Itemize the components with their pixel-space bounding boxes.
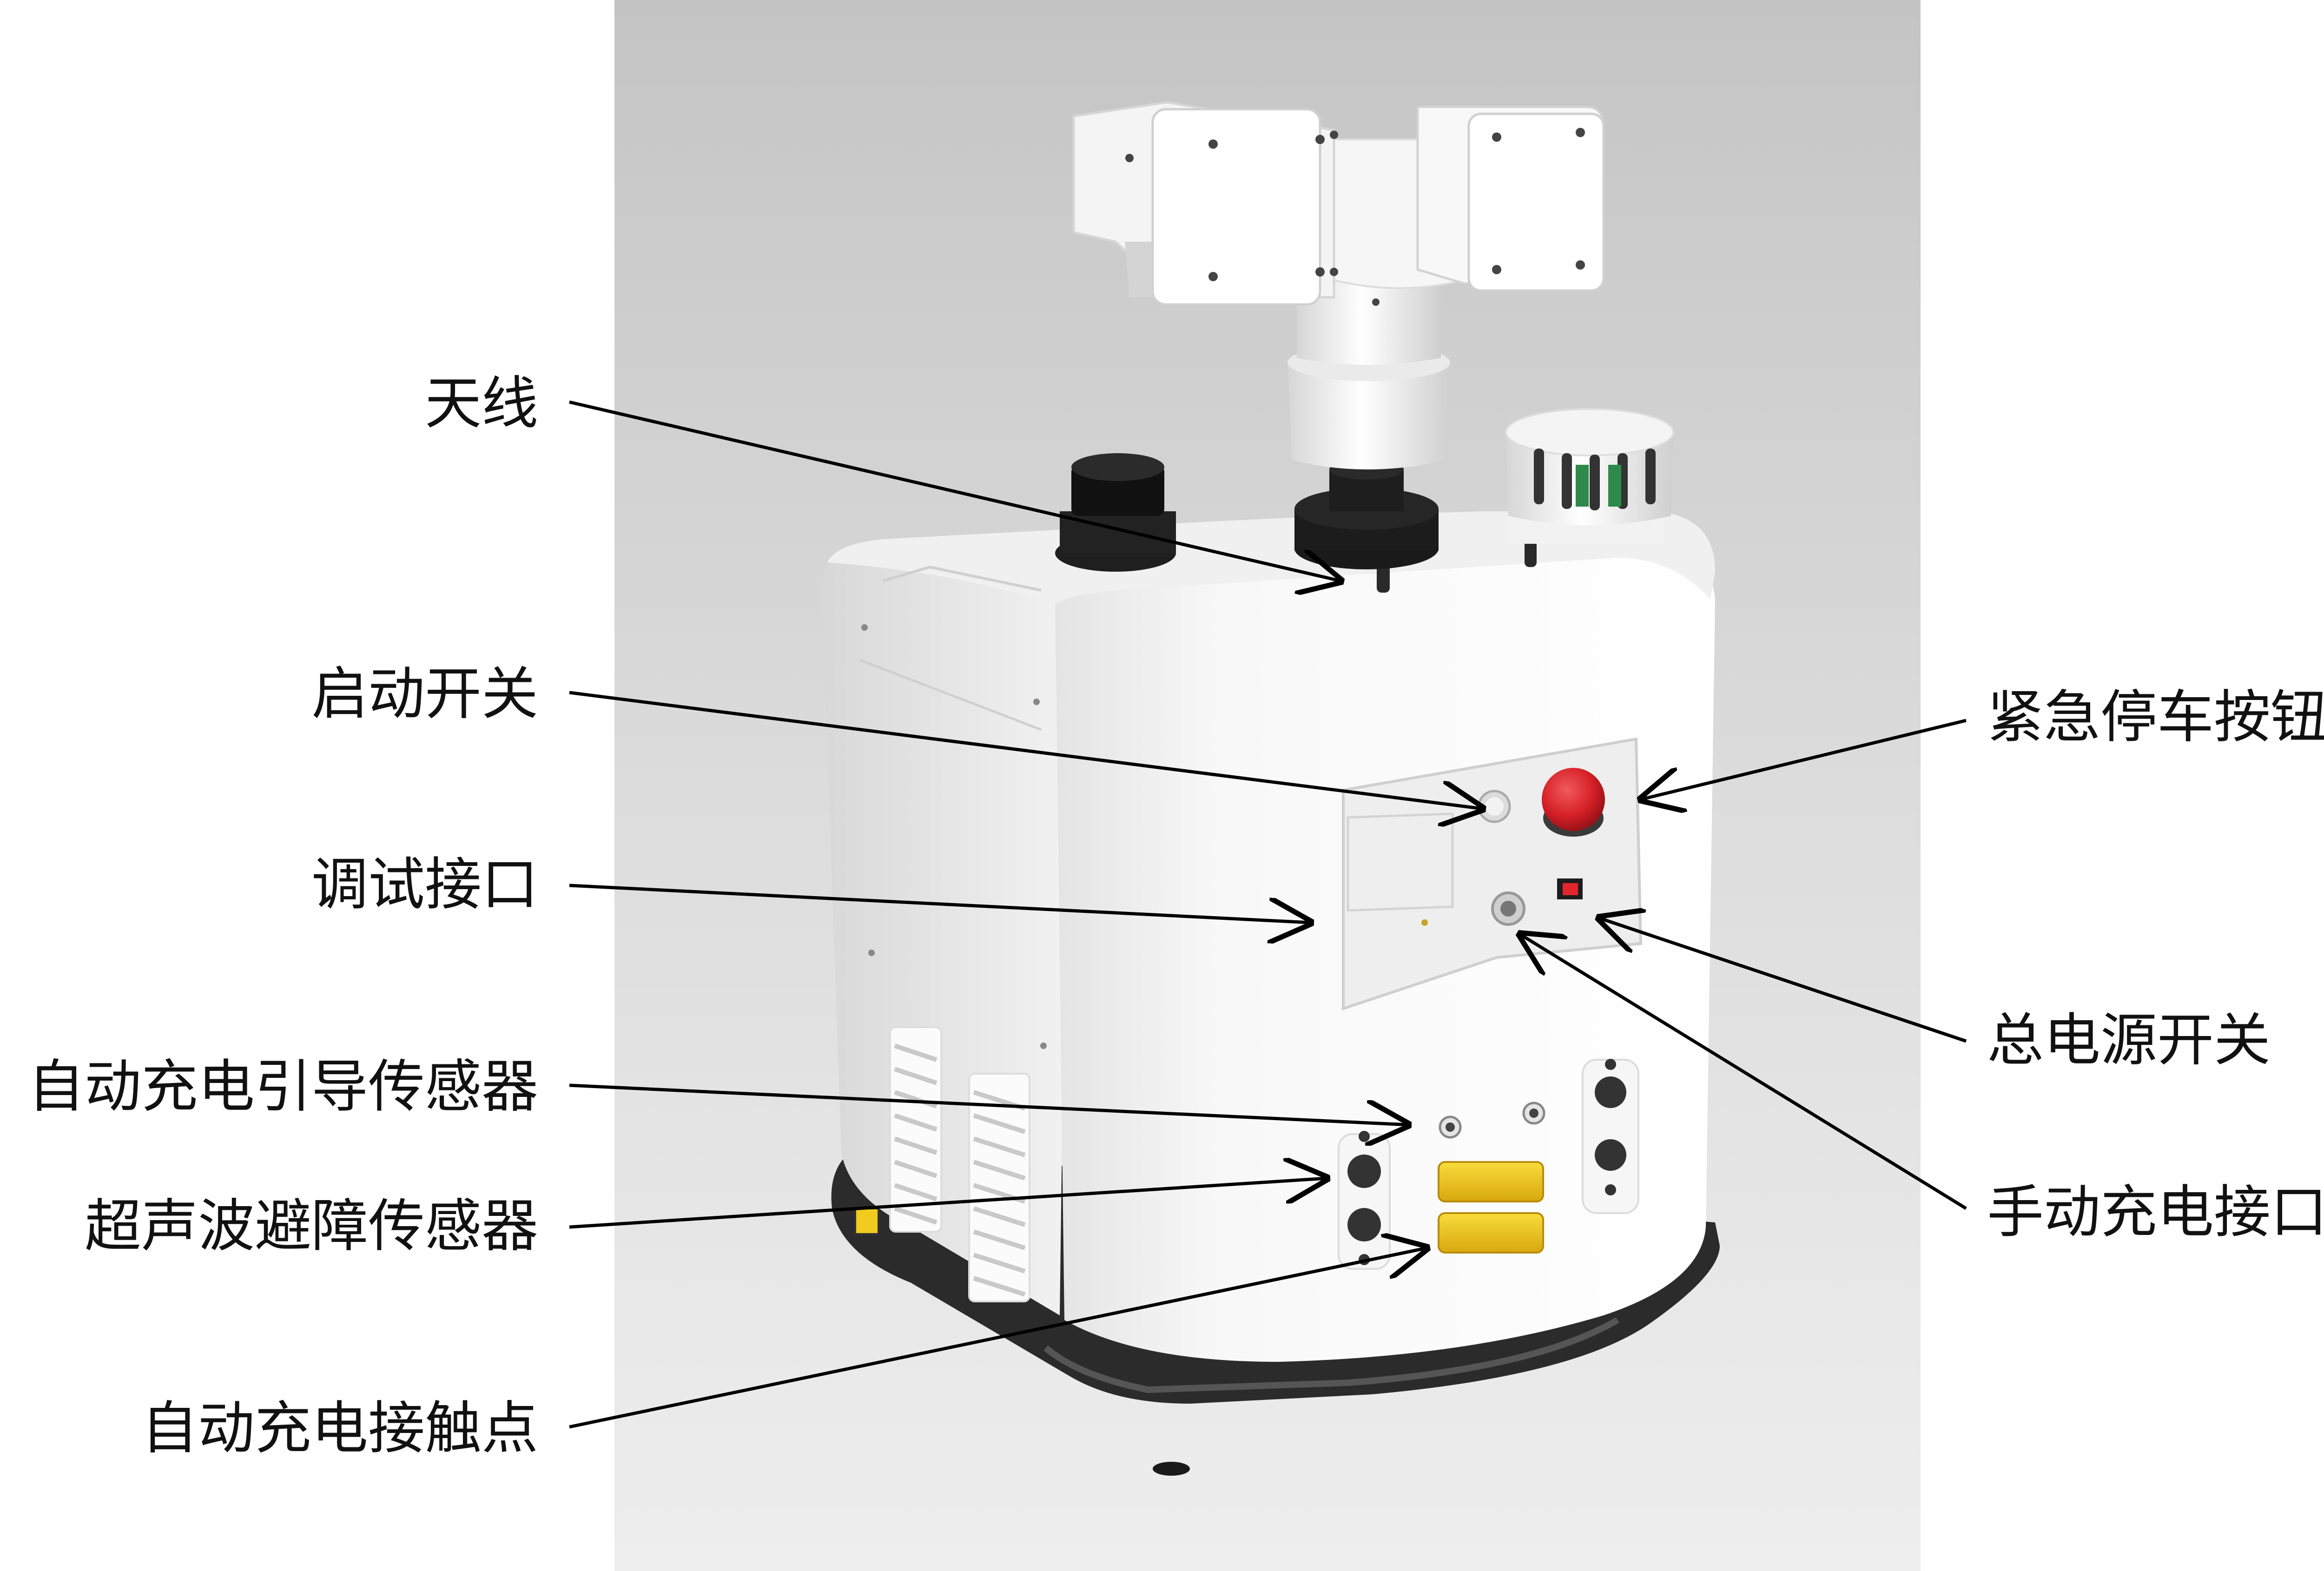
leader-charge-guide-sensor [569, 1083, 1408, 1125]
leader-manual-charge-port [1520, 934, 1967, 1210]
leader-main-power-switch [1599, 918, 1967, 1043]
robot-top-surface [827, 511, 1715, 604]
main-power-switch [1557, 878, 1583, 899]
label-main-power-switch: 总电源开关 [1987, 1007, 2271, 1073]
top-sensor-block [1055, 453, 1176, 572]
callout-labels: 天线 启动开关 调试接口 自动充电引导传感器 超声波避障传感器 自动充电接触点 … [28, 370, 2324, 1461]
start-switch [1478, 790, 1511, 823]
charge-contact-lower [1438, 1212, 1544, 1254]
leader-lines [569, 400, 1967, 1429]
pan-tilt-camera-head [1072, 101, 1605, 569]
side-vent-grille [889, 1026, 1030, 1302]
emergency-stop-button [1542, 768, 1605, 837]
label-charge-contacts: 自动充电接触点 [141, 1395, 538, 1461]
sensor-cluster [1338, 1059, 1639, 1270]
leader-antenna [569, 400, 1341, 581]
label-charge-guide-sensor: 自动充电引导传感器 [28, 1054, 538, 1120]
label-manual-charge-port: 手动充电接口 [1987, 1179, 2324, 1245]
label-emergency-stop: 紧急停车按钮 [1987, 684, 2324, 750]
leader-emergency-stop [1641, 719, 1967, 799]
manual-charge-port [1491, 891, 1525, 926]
leader-ultrasonic-sensor [569, 1178, 1327, 1229]
leader-charge-contacts [569, 1248, 1427, 1429]
label-start-switch: 启动开关 [311, 661, 538, 727]
label-ultrasonic-sensor: 超声波避障传感器 [85, 1193, 538, 1259]
weather-sensor-shield [1505, 408, 1674, 544]
leader-start-switch [569, 691, 1483, 809]
label-debug-port: 调试接口 [311, 852, 538, 918]
charge-contact-upper [1438, 1161, 1544, 1202]
leader-debug-port [569, 884, 1311, 923]
label-antenna: 天线 [425, 370, 538, 436]
robot-illustration [821, 101, 1720, 1476]
